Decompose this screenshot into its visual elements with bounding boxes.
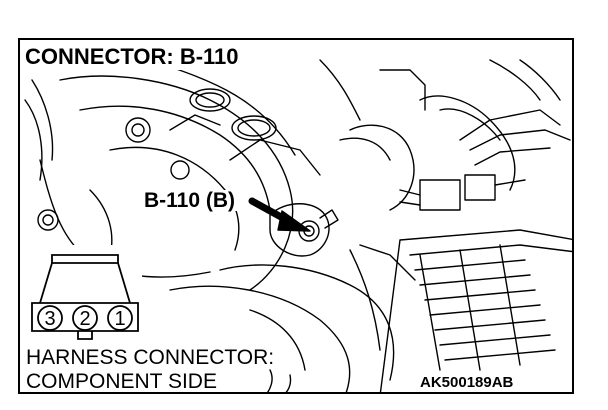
pin-3 — [37, 305, 63, 331]
connector-pin-diagram: 3 2 1 — [28, 245, 142, 345]
diagram-frame: 3 2 1 CONNECTOR: B-110 B-110 (B) HARNESS… — [18, 38, 574, 394]
connector-title: CONNECTOR: B-110 — [25, 46, 242, 70]
figure-code: AK500189AB — [418, 374, 516, 391]
pin-2 — [72, 305, 98, 331]
pin-1 — [107, 305, 133, 331]
pin-number: 1 — [114, 308, 125, 330]
engine-bay-illustration — [24, 59, 572, 392]
pin-number: 3 — [44, 308, 55, 330]
connector-callout-label: B-110 (B) — [142, 189, 238, 212]
caption-component-side: COMPONENT SIDE — [26, 371, 221, 392]
pin-number: 2 — [79, 308, 90, 330]
caption-harness-connector: HARNESS CONNECTOR: — [26, 347, 279, 368]
